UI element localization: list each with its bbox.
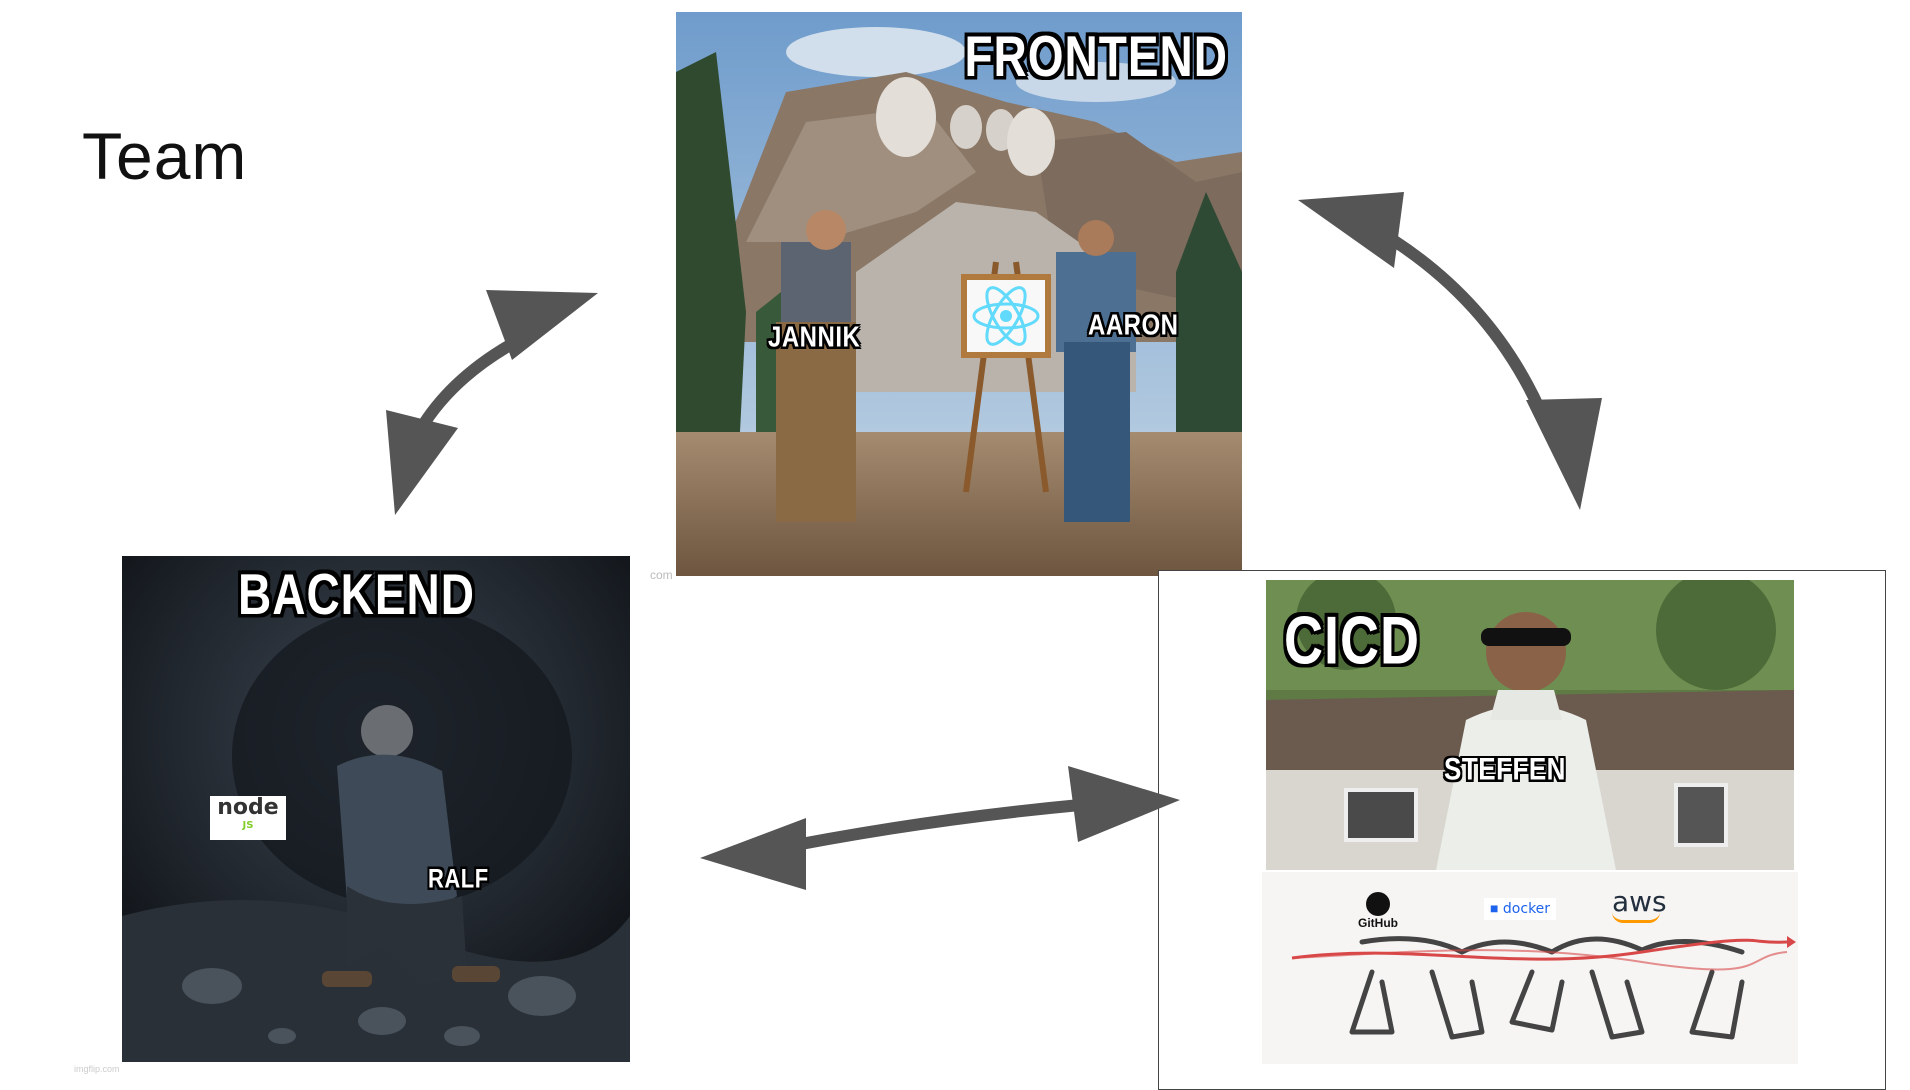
frontend-person-jannik: JANNIK <box>768 321 861 354</box>
arrow-head-cicd-top <box>1526 398 1602 510</box>
backend-person-ralf: RALF <box>428 863 489 894</box>
footer-mark: imgflip.com <box>74 1064 120 1074</box>
react-logo-icon <box>972 286 1040 346</box>
backend-image: node JS BACKEND RALF <box>122 556 630 1062</box>
nodejs-logo-icon: node JS <box>210 796 286 840</box>
cicd-photo: CICD STEFFEN <box>1266 580 1794 870</box>
slide-title: Team <box>82 119 248 193</box>
aws-label: aws <box>1612 885 1667 918</box>
watermark-text: com <box>650 568 673 582</box>
cicd-person-steffen: STEFFEN <box>1444 750 1566 787</box>
pipeline-illustration <box>1291 936 1796 1040</box>
arrow-head-frontend <box>486 290 598 360</box>
github-label: GitHub <box>1358 916 1398 930</box>
github-icon: GitHub <box>1352 892 1404 930</box>
arrow-frontend-cicd <box>1379 229 1546 416</box>
frontend-illustration <box>676 12 1242 576</box>
arrow-head-frontend-right <box>1298 192 1404 268</box>
docker-icon: ■ docker <box>1484 898 1557 920</box>
frontend-image: FRONTEND JANNIK AARON <box>676 12 1242 576</box>
cicd-heading: CICD <box>1284 603 1420 679</box>
docker-label: docker <box>1502 901 1551 917</box>
backend-illustration <box>122 556 630 1062</box>
cicd-pipeline-image: GitHub ■ docker aws <box>1262 872 1798 1064</box>
frontend-person-aaron: AARON <box>1088 309 1179 342</box>
arrow-head-backend-right <box>700 818 806 890</box>
docker-whale-icon: ■ <box>1490 900 1499 916</box>
aws-icon: aws <box>1612 888 1667 923</box>
nodejs-logo-text: node <box>217 795 279 820</box>
backend-heading: BACKEND <box>238 561 475 627</box>
arrow-frontend-backend <box>414 339 516 436</box>
arrow-head-backend <box>386 410 458 515</box>
arrow-backend-cicd <box>764 799 1086 856</box>
nodejs-logo-sub: JS <box>242 820 254 831</box>
aws-smile-icon <box>1612 912 1660 923</box>
cicd-illustration <box>1266 580 1794 870</box>
frontend-heading: FRONTEND <box>964 23 1228 89</box>
